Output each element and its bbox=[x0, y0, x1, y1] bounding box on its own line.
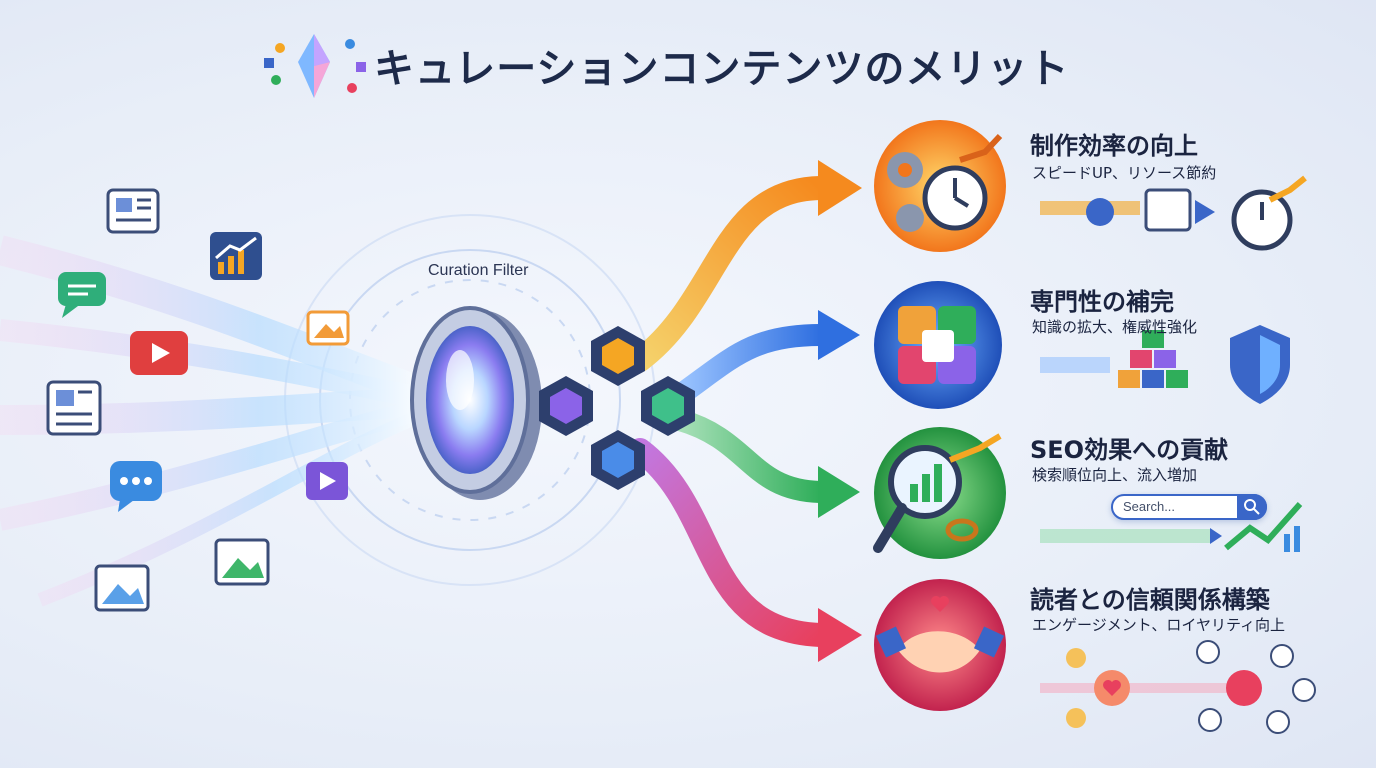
document-icon bbox=[46, 380, 102, 436]
efficiency-illustration bbox=[1040, 175, 1307, 251]
handshake-icon bbox=[898, 631, 980, 673]
benefit-subtitle-expertise: 知識の拡大、権威性強化 bbox=[1032, 318, 1198, 336]
hex-gem-green bbox=[641, 376, 695, 436]
search-icon bbox=[1237, 494, 1267, 520]
photo-icon bbox=[214, 538, 270, 586]
hex-gem-blue bbox=[591, 430, 645, 490]
benefit-circle-trust bbox=[874, 579, 1006, 711]
benefit-circle-efficiency bbox=[874, 120, 1006, 252]
title-logo-icon bbox=[264, 34, 366, 98]
search-placeholder: Search... bbox=[1123, 499, 1176, 514]
chat-icon bbox=[58, 272, 106, 318]
benefit-title-seo: SEO効果への貢献 bbox=[1030, 436, 1229, 464]
flow-arrows bbox=[628, 160, 862, 662]
newspaper-icon bbox=[106, 188, 160, 234]
benefit-circle-seo bbox=[873, 427, 1006, 559]
benefit-circle-expertise bbox=[874, 281, 1002, 409]
search-bar-illustration: Search... bbox=[1111, 494, 1267, 520]
hex-gem-orange bbox=[591, 326, 645, 386]
expertise-illustration bbox=[1040, 325, 1290, 404]
play-icon bbox=[306, 462, 348, 500]
arrow-head-green bbox=[818, 466, 860, 518]
benefit-title-expertise: 専門性の補完 bbox=[1030, 288, 1174, 316]
benefit-title-efficiency: 制作効率の向上 bbox=[1030, 132, 1198, 160]
hex-gems bbox=[539, 326, 695, 490]
message-icon bbox=[110, 461, 162, 512]
chart-icon bbox=[210, 232, 262, 280]
trust-illustration bbox=[1040, 640, 1316, 734]
benefit-subtitle-efficiency: スピードUP、リソース節約 bbox=[1032, 164, 1217, 182]
video-icon bbox=[130, 331, 188, 375]
user-icon bbox=[1226, 670, 1262, 706]
page-title: キュレーションコンテンツのメリット bbox=[374, 46, 1070, 92]
hex-gem-purple bbox=[539, 376, 593, 436]
arrow-head-pink bbox=[818, 608, 862, 662]
image-icon bbox=[306, 310, 350, 346]
benefit-title-trust: 読者との信頼関係構築 bbox=[1030, 586, 1270, 614]
arrow-head-blue bbox=[818, 310, 860, 360]
content-icons bbox=[46, 188, 350, 612]
curation-filter-lens bbox=[410, 306, 542, 500]
photo-stack-icon bbox=[94, 564, 150, 612]
filter-label: Curation Filter bbox=[428, 262, 529, 279]
link-icon bbox=[945, 518, 979, 542]
seo-illustration bbox=[1040, 502, 1303, 552]
heart-icon bbox=[931, 596, 949, 612]
benefit-subtitle-seo: 検索順位向上、流入増加 bbox=[1032, 466, 1198, 484]
arrow-head-orange bbox=[818, 160, 862, 216]
benefit-subtitle-trust: エンゲージメント、ロイヤリティ向上 bbox=[1032, 616, 1286, 634]
